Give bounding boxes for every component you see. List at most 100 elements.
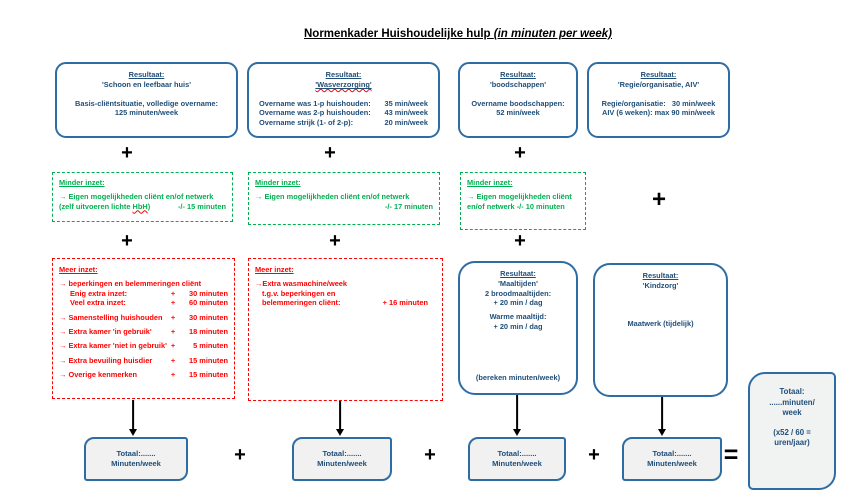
final-line: (x52 / 60 = (773, 427, 811, 437)
result-line: Maatwerk (tijdelijk) (627, 318, 694, 328)
row-label: Overname was 2-p huishouden: (259, 108, 371, 118)
result-footer: (bereken minuten/week) (475, 373, 561, 383)
meer-row: Veel extra inzet: + 60 minuten (59, 298, 228, 308)
result-box-schoon-leefbaar-huis: Resultaat: 'Schoon en leefbaar huis' Bas… (55, 62, 238, 138)
plus-operator: + (234, 444, 246, 466)
result-box-maaltijden: Resultaat: 'Maaltijden' 2 broodmaaltijde… (458, 261, 578, 395)
plus-operator: + (121, 230, 133, 252)
result-row: Overname was 2-p huishouden: 43 min/week (253, 108, 434, 118)
minder-value: -/- 15 minuten (177, 201, 226, 211)
meer-inzet-box-1: Meer inzet: → beperkingen en belemmering… (52, 258, 235, 399)
plus-operator: + (651, 186, 666, 213)
row-value: 60 minuten (188, 298, 228, 308)
result-line: Overname boodschappen: (471, 98, 565, 108)
minder-line: (zelf uitvoeren lichte HbH) -/- 15 minut… (59, 202, 226, 212)
result-box-regie-organisatie-aiv: Resultaat: 'Regie/organisatie, AIV' Regi… (587, 62, 730, 138)
row-value: 35 min/week (384, 98, 428, 108)
meer-row: → Overige kenmerken + 15 minuten (59, 370, 228, 380)
result-line: Regie/organisatie: 30 min/week (601, 98, 716, 108)
row-value: 18 minuten (188, 326, 228, 336)
flow-arrow-down (126, 400, 140, 436)
row-op: + (170, 341, 176, 351)
row-op: + (170, 288, 176, 298)
flow-arrow-down (510, 395, 524, 436)
meer-row: → Extra kamer 'in gebruik' + 18 minuten (59, 327, 228, 337)
minder-heading: Minder inzet: (467, 178, 513, 187)
minder-line-suffix: ) (147, 201, 151, 211)
row-op: + (170, 355, 176, 365)
result-line: + 20 min / dag (493, 321, 543, 331)
row-op: + (170, 369, 176, 379)
result-heading: Resultaat: (640, 70, 677, 79)
minder-value: -/- 17 minuten (384, 201, 433, 211)
total-line: Minuten/week (492, 459, 542, 468)
meer-intro: → beperkingen en belemmeringen cliënt (59, 278, 202, 288)
result-row: Overname was 1-p huishouden: 35 min/week (253, 99, 434, 109)
row-value: 15 minuten (188, 355, 228, 365)
row-label: → Samenstelling huishouden (59, 312, 163, 322)
result-subheading: 'Maaltijden' (498, 278, 538, 288)
total-line: Totaal:....... (322, 449, 362, 458)
row-op: + (170, 312, 176, 322)
row-label: Overname strijk (1- of 2-p): (259, 118, 354, 128)
total-line: Totaal:....... (116, 449, 156, 458)
minder-line: → Eigen mogelijkheden cliënt en/of netwe… (255, 191, 410, 201)
result-box-kindzorg: Resultaat: 'Kindzorg' Maatwerk (tijdelij… (593, 263, 728, 397)
result-line: + 20 min / dag (493, 298, 543, 308)
plus-operator: + (324, 142, 336, 164)
final-line: week (782, 408, 802, 417)
total-line: Totaal:....... (497, 449, 537, 458)
row-label: belemmeringen cliënt: (262, 298, 341, 308)
result-subheading: 'boodschappen' (489, 79, 547, 89)
row-label: → Overige kenmerken (59, 369, 138, 379)
minder-heading: Minder inzet: (59, 178, 105, 187)
result-subheading: 'Regie/organisatie, AIV' (617, 79, 700, 89)
total-box-4: Totaal:....... Minuten/week (622, 437, 722, 481)
final-total-box: Totaal: ......minuten/ week (x52 / 60 = … (748, 372, 836, 490)
result-box-wasverzorging: Resultaat: 'Wasverzorging' Overname was … (247, 62, 440, 138)
final-line: ......minuten/ (769, 397, 815, 407)
result-heading: Resultaat: (128, 70, 165, 79)
row-label: → Extra kamer 'niet in gebruik' (59, 341, 167, 351)
meer-row: → Extra kamer 'niet in gebruik' + 5 minu… (59, 341, 228, 351)
title-italic: (in minuten per week) (493, 28, 612, 40)
total-box-2: Totaal:....... Minuten/week (292, 437, 392, 481)
meer-inzet-box-2: Meer inzet: →Extra wasmachine/week t.g.v… (248, 258, 443, 401)
minder-line: → Eigen mogelijkheden cliënt en/of netwe… (59, 191, 214, 201)
row-value: 43 min/week (384, 108, 428, 118)
plus-operator: + (514, 230, 526, 252)
result-heading: Resultaat: (642, 271, 679, 280)
result-line: Warme maaltijd: (489, 312, 547, 322)
meer-heading: Meer inzet: (59, 265, 98, 274)
total-line: Minuten/week (647, 459, 697, 468)
minder-inzet-box-1: Minder inzet: → Eigen mogelijkheden clië… (52, 172, 233, 222)
total-line: Totaal:....... (652, 449, 692, 458)
plus-operator: + (121, 142, 133, 164)
plus-operator: + (514, 142, 526, 164)
total-box-1: Totaal:....... Minuten/week (84, 437, 188, 481)
minder-heading: Minder inzet: (255, 178, 301, 187)
row-label: → Extra bevuiling huisdier (59, 355, 153, 365)
result-line: 52 min/week (496, 108, 540, 118)
meer-line: t.g.v. beperkingen en (262, 288, 336, 298)
result-heading: Resultaat: (500, 269, 536, 278)
plus-operator: + (424, 444, 436, 466)
result-line: Basis-cliëntsituatie, volledige overname… (75, 98, 218, 108)
result-line: AIV (6 weken): max 90 min/week (602, 108, 715, 118)
meer-line: →Extra wasmachine/week (255, 278, 348, 288)
total-box-3: Totaal:....... Minuten/week (468, 437, 566, 481)
result-row: Overname strijk (1- of 2-p): 20 min/week (253, 118, 434, 128)
row-value: + 16 minuten (382, 298, 428, 308)
row-label: Veel extra inzet: (70, 298, 126, 308)
row-op: + (170, 298, 176, 308)
meer-heading: Meer inzet: (255, 265, 294, 274)
result-subheading: 'Schoon en leefbaar huis' (102, 79, 191, 89)
total-line: Minuten/week (317, 459, 367, 468)
minder-line: en/of netwerk -/- 10 minuten (467, 201, 565, 211)
result-box-boodschappen: Resultaat: 'boodschappen' Overname boods… (458, 62, 578, 138)
result-subheading: 'Kindzorg' (642, 280, 679, 290)
result-line: 125 minuten/week (114, 108, 179, 118)
meer-row: belemmeringen cliënt: + 16 minuten (255, 298, 436, 308)
result-heading: Resultaat: (325, 70, 362, 79)
